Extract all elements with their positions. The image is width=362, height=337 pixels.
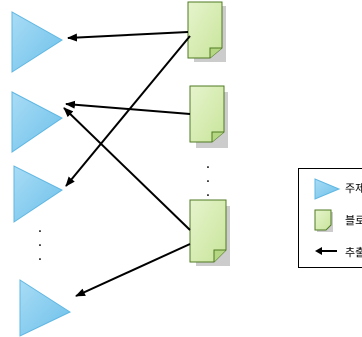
arrow-doc3-topic2 — [63, 107, 191, 231]
ellipsis-dot-blog-1: · — [206, 160, 210, 176]
blog-document-3 — [189, 199, 230, 266]
topic-triangle-legend-icon — [314, 178, 341, 200]
topic-triangle-1 — [11, 11, 63, 73]
ellipsis-dot-blog-3: · — [206, 188, 210, 204]
legend: 주제어 블로그 추출 — [298, 168, 362, 268]
arrow-doc2-topic2 — [65, 100, 191, 115]
ellipsis-dot-topic-2: · — [38, 238, 42, 254]
ellipsis-dot-topic-3: · — [38, 252, 42, 268]
arrow-left-legend-icon — [315, 247, 337, 255]
blog-document-1 — [187, 1, 226, 62]
legend-label-extract: 추출 — [345, 246, 362, 259]
topic-triangle-3 — [13, 165, 63, 223]
ellipsis-dot-topic-1: · — [38, 224, 42, 240]
topic-triangle-2 — [11, 91, 63, 153]
ellipsis-dot-blog-2: · — [206, 174, 210, 190]
arrow-doc1-topic1 — [67, 31, 189, 42]
blog-document-2 — [189, 85, 228, 148]
legend-label-topic: 주제어 — [345, 182, 362, 195]
arrow-doc3-topic4 — [75, 243, 191, 297]
arrow-doc1-topic3 — [65, 35, 191, 187]
topic-triangle-4 — [19, 279, 72, 337]
legend-label-blog: 블로그 — [345, 214, 362, 227]
blog-document-legend-icon — [314, 209, 333, 232]
